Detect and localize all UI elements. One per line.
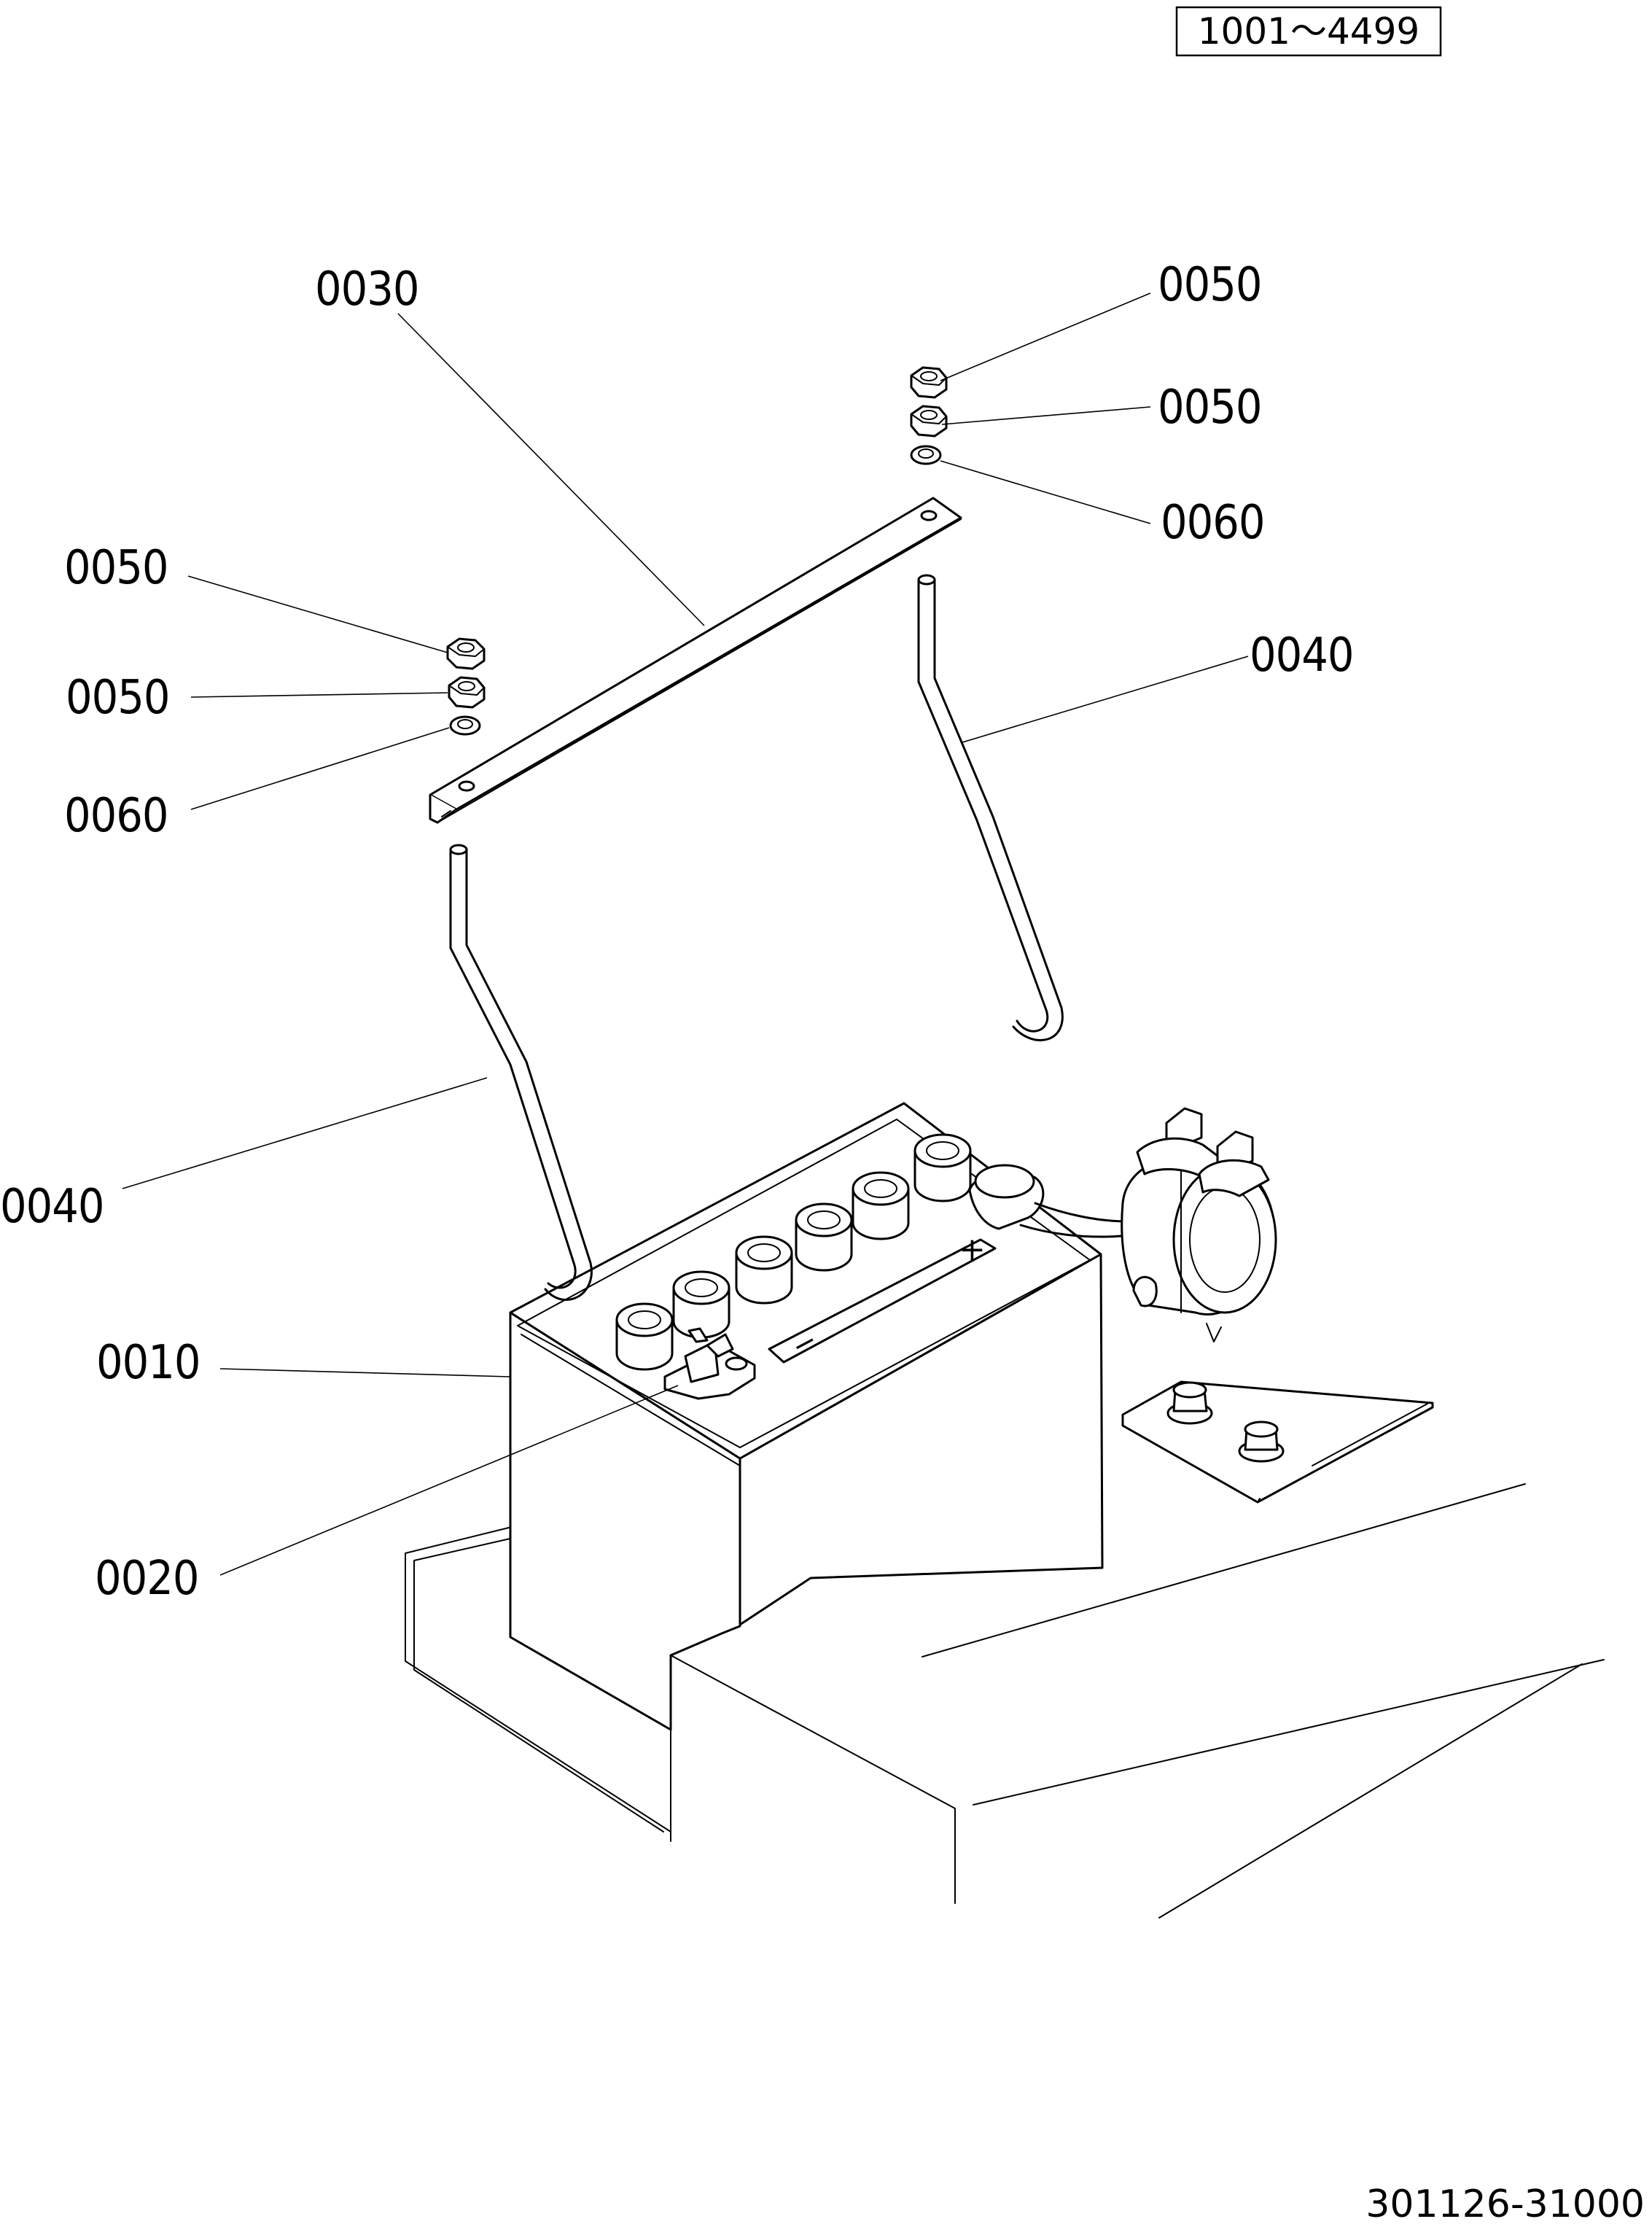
callout-0060-left: 0060 (64, 789, 168, 843)
callout-0060-top: 0060 (1161, 496, 1265, 550)
serial-range-text: 1001～4499 (1198, 10, 1420, 53)
positive-terminal (968, 1164, 1045, 1230)
callout-0050-left-2: 0050 (66, 671, 170, 725)
clamp-rod-right (917, 574, 1064, 1041)
serial-range-box: 1001～4499 (1175, 6, 1442, 57)
hardware-right (910, 366, 948, 465)
relay (1121, 1107, 1277, 1342)
callout-0050-top-2: 0050 (1158, 381, 1262, 435)
callout-0030: 0030 (315, 263, 419, 316)
callout-labels: 0030 0050 0050 0060 0040 0050 0050 0060 … (0, 258, 1355, 1606)
battery: + − (509, 1102, 1104, 1731)
negative-terminal (663, 1327, 756, 1400)
mount-bolts (1166, 1381, 1285, 1463)
plus-sign: + (959, 1231, 986, 1268)
callout-0010: 0010 (96, 1336, 200, 1390)
callout-0050-top-1: 0050 (1158, 258, 1262, 312)
battery-caps (615, 1133, 972, 1371)
hardware-left (446, 637, 486, 736)
callout-0050-left-1: 0050 (64, 541, 168, 595)
callout-0020: 0020 (95, 1552, 199, 1606)
callout-0040-left: 0040 (0, 1180, 104, 1234)
battery-holder-bar (429, 497, 962, 824)
leader-lines (122, 292, 1249, 1576)
callout-0040-right: 0040 (1250, 629, 1354, 683)
clamp-rod-left (449, 844, 593, 1301)
document-number: 301126-31000 (1365, 2183, 1645, 2226)
